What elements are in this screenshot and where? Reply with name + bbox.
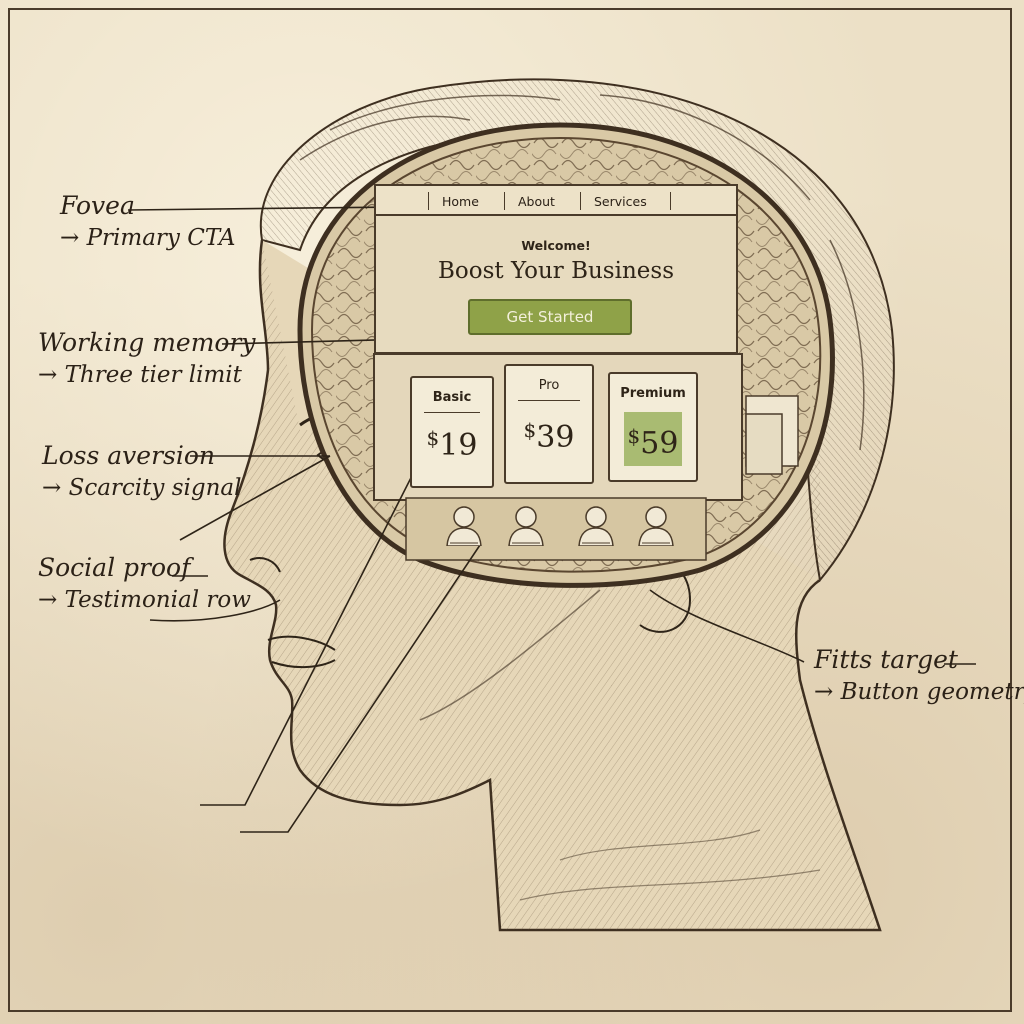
nav-separator bbox=[504, 192, 505, 210]
pricing-tier-name: Premium bbox=[620, 386, 686, 401]
pricing-tier-name: Basic bbox=[432, 390, 472, 405]
price-value: 59 bbox=[640, 426, 679, 461]
annotation-term: Fovea bbox=[60, 191, 135, 220]
nav-separator bbox=[580, 192, 581, 210]
annotation-note: → Button geometry bbox=[814, 679, 1024, 705]
pricing-card-pro[interactable]: Pro $39 bbox=[504, 364, 594, 484]
annotation-note: → Testimonial row bbox=[38, 587, 251, 613]
annotation-note: → Scarcity signal bbox=[42, 475, 242, 501]
card-divider bbox=[424, 412, 480, 413]
annotation-loss-aversion: Loss aversion → Scarcity signal bbox=[42, 443, 241, 500]
currency-symbol: $ bbox=[426, 426, 440, 450]
annotation-term: Social proof bbox=[38, 553, 191, 582]
annotation-term: Working memory bbox=[38, 328, 256, 357]
annotation-term: Loss aversion bbox=[42, 441, 216, 470]
pricing-amount: $39 bbox=[506, 418, 592, 455]
annotation-fitts-target: Fitts target → Button geometry bbox=[814, 647, 1024, 704]
nav-separator bbox=[670, 192, 671, 210]
jaw-line bbox=[419, 589, 601, 721]
hero-headline: Boost Your Business bbox=[437, 258, 674, 284]
pricing-card-basic[interactable]: Basic $19 bbox=[410, 376, 494, 488]
annotation-social-proof: Social proof → Testimonial row bbox=[38, 555, 251, 612]
nav-item-services[interactable]: Services bbox=[594, 194, 647, 209]
nav-item-about[interactable]: About bbox=[518, 194, 555, 209]
lips bbox=[267, 635, 336, 669]
pricing-amount: $19 bbox=[412, 426, 492, 463]
pricing-card-premium[interactable]: Premium $59 bbox=[608, 372, 698, 482]
card-divider bbox=[518, 400, 580, 401]
annotation-note: → Primary CTA bbox=[60, 225, 236, 251]
person-avatar-icon bbox=[576, 504, 616, 547]
person-avatar-icon bbox=[444, 504, 484, 547]
pricing-tier-name: Pro bbox=[538, 378, 560, 393]
person-avatar-icon bbox=[506, 504, 546, 547]
nav-separator bbox=[428, 192, 429, 210]
person-avatar-icon bbox=[636, 504, 676, 547]
price-value: 19 bbox=[439, 428, 478, 463]
annotation-note: → Three tier limit bbox=[38, 362, 242, 388]
nav-item-home[interactable]: Home bbox=[442, 194, 479, 209]
currency-symbol: $ bbox=[627, 424, 641, 448]
annotation-fovea: Fovea → Primary CTA bbox=[60, 193, 236, 250]
currency-symbol: $ bbox=[523, 418, 537, 442]
price-value: 39 bbox=[536, 420, 575, 455]
drawing-border bbox=[8, 8, 1012, 1012]
pricing-amount: $59 bbox=[610, 424, 696, 461]
hero-welcome-text: Welcome! bbox=[521, 238, 591, 253]
annotation-term: Fitts target bbox=[814, 645, 958, 674]
mockup-nav-bar: Home About Services bbox=[374, 184, 738, 216]
annotation-working-memory: Working memory → Three tier limit bbox=[38, 330, 256, 387]
get-started-button[interactable]: Get Started bbox=[468, 299, 632, 335]
premium-highlight bbox=[624, 412, 682, 466]
